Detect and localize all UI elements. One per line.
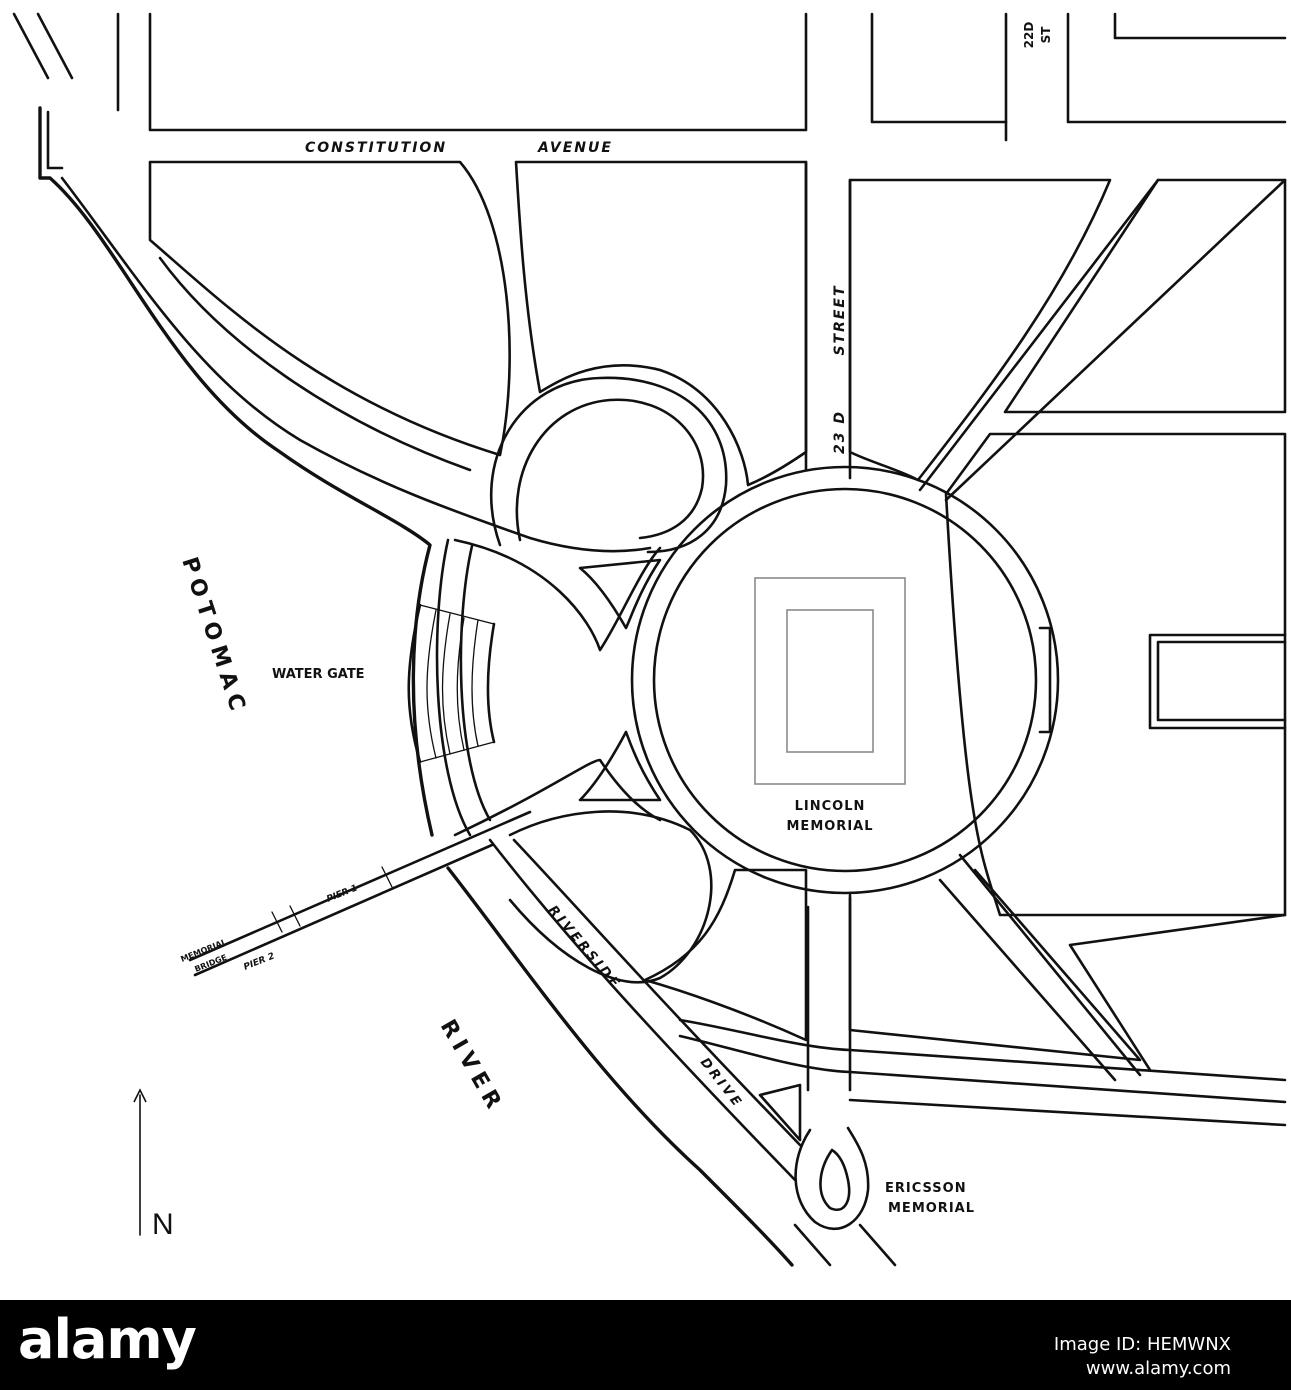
memorial-inner	[786, 609, 874, 753]
reflecting-pool	[1148, 633, 1287, 730]
lincoln-circle	[630, 465, 1060, 895]
site-url: www.alamy.com	[1085, 1358, 1231, 1379]
step-top	[419, 604, 495, 625]
north-label: N	[152, 1208, 174, 1241]
diagonal-ne-1	[918, 178, 1160, 492]
ericsson-loop-inner	[819, 1148, 851, 1211]
block-ne-outline	[848, 178, 1112, 482]
step-bottom	[419, 741, 495, 763]
label-avenue: AVENUE	[537, 140, 613, 156]
roads	[60, 176, 728, 837]
label-pier-1: PIER 1	[325, 883, 359, 904]
shoreline-inner-bend	[46, 110, 64, 170]
water-gate-steps	[407, 538, 496, 837]
label-22d: 22D	[1022, 22, 1036, 49]
west-outer-curve	[60, 176, 652, 553]
triangle-south	[578, 730, 662, 802]
label-constitution: CONSTITUTION	[305, 140, 447, 156]
map-canvas: N CONSTITUTION AVENUE 22D ST STREET 23 D…	[12, 12, 1287, 1267]
label-23d: 23 D	[832, 410, 848, 454]
step-outer	[407, 603, 422, 764]
avenue-se-north	[678, 1018, 1287, 1082]
triangle-north	[578, 558, 662, 630]
block-west-outline	[148, 160, 511, 457]
block-center-outline	[514, 160, 808, 487]
loop-north	[490, 376, 728, 554]
triangles	[578, 558, 662, 802]
label-lincoln-1: LINCOLN	[795, 799, 866, 814]
avenue-se-lower	[848, 1098, 1287, 1127]
circle-inner	[652, 487, 1038, 873]
block-top-mid	[870, 12, 1008, 124]
block-east-2	[944, 432, 1287, 917]
bridge-pier-1a	[381, 866, 393, 888]
step-inner	[486, 622, 496, 744]
water-gate-arc-2	[459, 544, 492, 822]
step-4	[471, 619, 479, 747]
west-sweep-lower	[453, 758, 662, 837]
ericsson-triangle	[758, 1083, 802, 1142]
label-water-gate: WATER GATE	[272, 667, 365, 682]
label-pier-2: PIER 2	[242, 951, 276, 972]
memorial-bridge-south	[193, 843, 494, 977]
block-east-1	[1003, 178, 1287, 414]
label-ericsson-2: MEMORIAL	[888, 1201, 975, 1216]
loop-north-inner	[515, 398, 705, 542]
label-lincoln-2: MEMORIAL	[787, 819, 874, 834]
pool-outer	[1148, 633, 1287, 730]
south-roads	[188, 810, 1287, 1267]
block-top-right-small	[1113, 12, 1287, 40]
riverside-west	[488, 838, 797, 1182]
bridge-pier-1b	[271, 911, 283, 933]
image-id: Image ID: HEMWNX	[1053, 1334, 1231, 1355]
nw-road-right	[36, 12, 74, 80]
block-top-left	[148, 12, 808, 132]
potomac-shoreline	[38, 106, 434, 837]
memorial-outer	[754, 577, 906, 785]
map: N CONSTITUTION AVENUE 22D ST STREET 23 D…	[12, 12, 1287, 1267]
memorial-bridge-north	[188, 810, 532, 962]
top-blocks	[12, 12, 1287, 132]
riverside-east	[512, 838, 802, 1147]
circle-outer	[630, 465, 1060, 895]
ericsson-loop-outer	[794, 1126, 870, 1230]
constitution-blocks	[148, 160, 1287, 917]
step-2	[441, 613, 451, 755]
block-top-right	[1066, 12, 1287, 124]
west-inner-curve	[158, 256, 472, 472]
north-arrow-head	[133, 1088, 147, 1103]
label-22d-st: ST	[1039, 26, 1053, 44]
river-shore-south	[446, 866, 794, 1267]
alamy-logo: alamy	[18, 1308, 197, 1371]
label-potomac: POTOMAC	[176, 554, 251, 719]
diagonal-se-2	[938, 878, 1117, 1082]
diagonal-ne-2	[944, 178, 1287, 502]
water-gate-arc-1	[435, 538, 472, 837]
circle-east-notch	[1038, 626, 1052, 734]
label-23d-street: STREET	[832, 284, 848, 355]
south-exit-west	[793, 1223, 832, 1267]
south-exit-east	[858, 1223, 897, 1267]
step-1	[426, 609, 437, 759]
shoreline	[38, 106, 794, 1267]
south-east-block	[848, 868, 1142, 1062]
avenue-se-south	[678, 1034, 1287, 1104]
loop-south	[508, 810, 713, 984]
southwest-block	[643, 868, 808, 1042]
label-river: RIVER	[435, 1016, 509, 1119]
north-arrow: N	[133, 1088, 174, 1241]
diagonal-se-1	[958, 853, 1142, 1077]
pool-inner	[1156, 640, 1287, 722]
bridge-pier-2	[289, 905, 301, 927]
west-sweep	[453, 538, 662, 652]
stock-footer: alamy Image ID: HEMWNX www.alamy.com	[0, 1300, 1291, 1390]
street-edges	[804, 120, 1287, 502]
label-ericsson-1: ERICSSON	[885, 1181, 967, 1196]
nw-road-left	[12, 12, 50, 80]
block-far-east	[1068, 913, 1287, 1072]
